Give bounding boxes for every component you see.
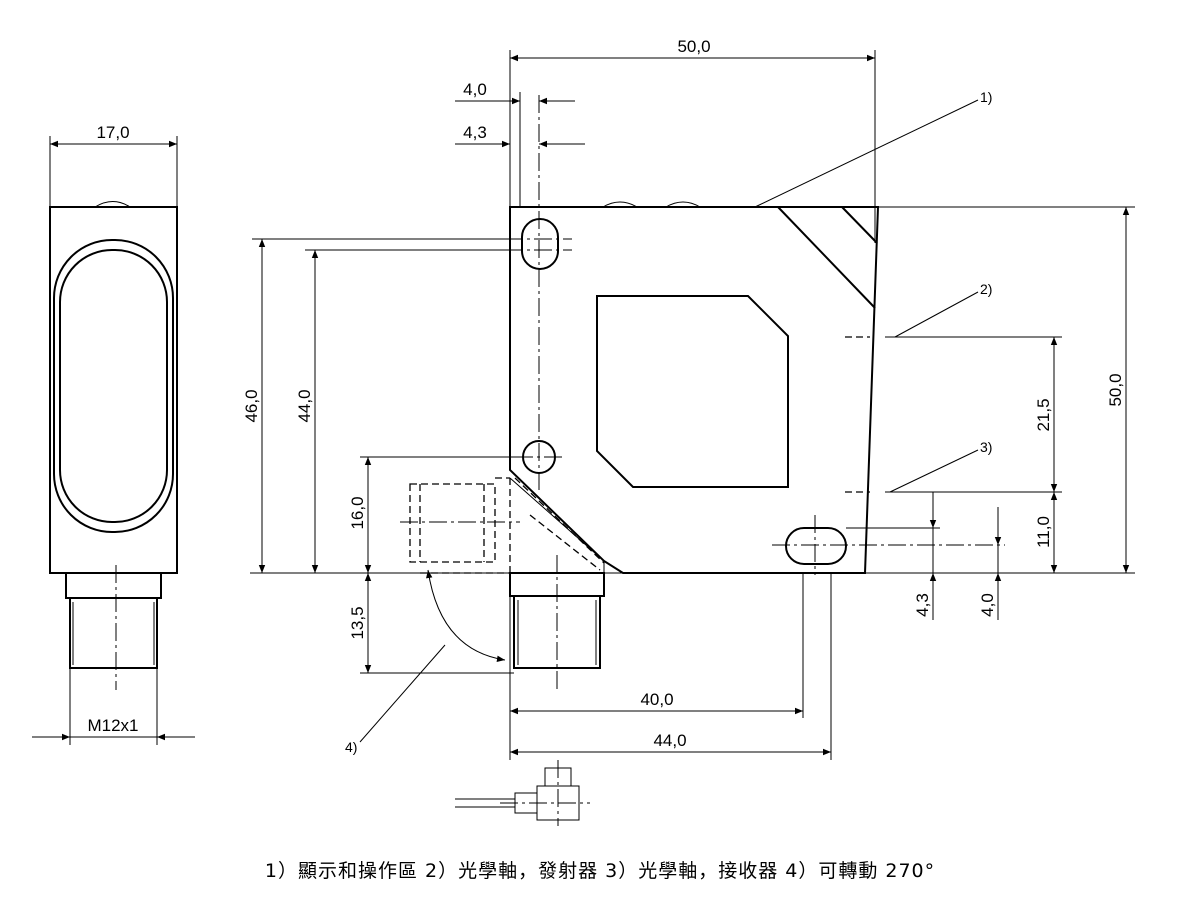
callout-leader-4 (359, 644, 446, 743)
callout-leader-3 (889, 449, 979, 493)
dim-bottom-40: 40,0 (640, 690, 673, 709)
callout-4: 4) (345, 739, 357, 755)
mount-hole-top (521, 218, 559, 270)
dim-slot-4-3: 4,3 (913, 593, 932, 617)
dim-axis-bottom: 11,0 (1034, 516, 1053, 548)
dim-right-height: 50,0 (1106, 373, 1125, 406)
dim-connector-13-5: 13,5 (348, 606, 367, 639)
dim-hole-offset-4-3: 4,3 (463, 123, 487, 142)
front-view (250, 95, 1135, 690)
connector-alt-position (409, 483, 496, 563)
lens-wedge-1 (777, 206, 876, 309)
display-panel (596, 295, 789, 488)
legend-caption: 1）顯示和操作區 2）光學軸，發射器 3）光學軸，接收器 4）可轉動 270° (265, 860, 935, 882)
side-view-body (49, 206, 178, 574)
dim-thread: M12x1 (87, 716, 138, 735)
side-view-connector-collar (65, 572, 162, 599)
lens-wedge-2 (841, 206, 878, 244)
dim-slot-4-0: 4,0 (978, 593, 997, 617)
callout-leader-2 (894, 291, 979, 338)
side-view-inner-window (59, 249, 168, 523)
side-view-connector-thread (69, 597, 158, 669)
dim-hole-offset-4-0: 4,0 (463, 80, 487, 99)
left-dimensions: 46,0 44,0 16,0 13,5 (242, 238, 522, 674)
dim-axis-spacing: 21,5 (1034, 398, 1053, 431)
callout-leader-1 (754, 99, 979, 208)
side-view-top-bump (94, 201, 131, 208)
bottom-dimensions: 40,0 44,0 (509, 573, 832, 760)
front-view-body (509, 206, 880, 574)
top-bump-1 (602, 201, 638, 208)
cable-connector-icon (455, 760, 590, 826)
callout-2: 2) (980, 281, 992, 297)
callouts: 1) 2) 3) 4) (345, 89, 992, 755)
right-dimensions: 50,0 21,5 11,0 4,3 4,0 (845, 206, 1135, 620)
callout-3: 3) (980, 439, 992, 455)
side-view: 17,0 M12x1 (32, 123, 195, 745)
top-dimensions: 50,0 4,0 4,3 (455, 37, 876, 243)
mount-slot (785, 527, 847, 565)
rotation-arc (426, 569, 506, 662)
dim-bottom-44: 44,0 (653, 731, 686, 750)
dim-height-44: 44,0 (295, 389, 314, 422)
callout-1: 1) (980, 89, 992, 105)
dim-height-46: 46,0 (242, 389, 261, 422)
dim-side-width: 17,0 (96, 123, 129, 142)
side-view-outer-window (53, 239, 174, 533)
dim-connector-16: 16,0 (348, 496, 367, 529)
dim-top-width: 50,0 (677, 37, 710, 56)
top-bump-2 (665, 201, 701, 208)
connector-wedge (509, 477, 605, 573)
